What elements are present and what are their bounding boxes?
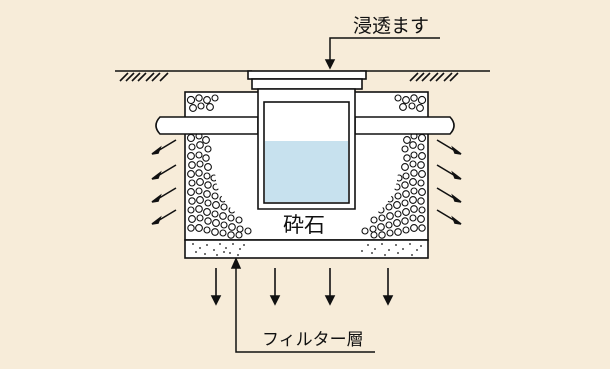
stone-inner-void — [215, 118, 258, 230]
stone-inner-void-right — [355, 118, 398, 230]
infiltration-basin — [247, 70, 367, 210]
filter-layer-label: フィルター層 — [262, 330, 364, 350]
crushed-stone-right — [361, 94, 427, 239]
filter-layer-band — [184, 239, 429, 259]
water-level — [265, 141, 348, 202]
outlet-pipe — [354, 116, 455, 135]
basin-label: 浸透ます — [353, 15, 429, 37]
crushed-stone-left — [186, 94, 252, 239]
ground-surface — [115, 70, 490, 82]
seepage-arrows-right — [436, 139, 462, 225]
seepage-arrows-down — [210, 268, 394, 306]
inlet-pipe — [155, 116, 259, 135]
crushed-stone-label: 砕石 — [283, 213, 325, 237]
filter-label-leader — [230, 257, 375, 353]
basin-label-leader — [324, 37, 440, 70]
seepage-arrows-left — [151, 139, 177, 225]
